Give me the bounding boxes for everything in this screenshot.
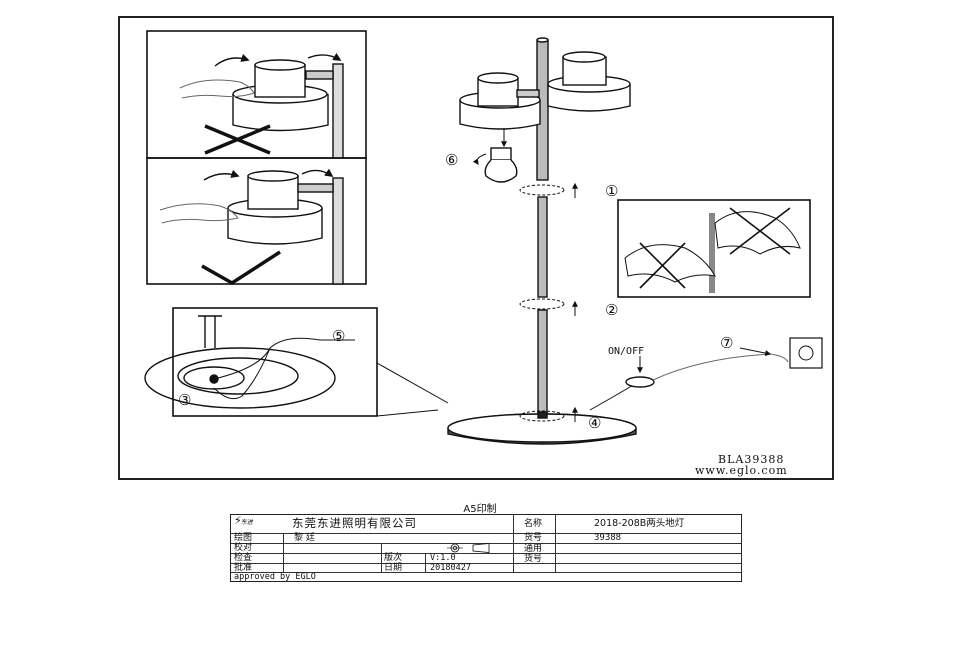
drafter-name: 黎 廷 [294,533,315,543]
step-7-label: ⑦ [720,334,733,352]
label-approved: 批准 [234,563,253,573]
label-inspected: 检查 [234,553,253,563]
version-value: V:1.0 [430,553,456,563]
floor-lamp [447,37,637,445]
general-label: 通用 [524,544,543,554]
general-label-2: 货号 [524,554,543,564]
product-name: 2018-208B两头地灯 [594,518,685,529]
label-drawn: 绘图 [234,533,253,543]
cable-and-switch [589,337,823,411]
panel-wrong-position [617,199,811,298]
assembly-diagram: ① ② ③ ④ ⑤ ⑥ ⑦ ON/OFF BLA39388 www.eglo.c… [144,30,823,477]
projection-symbol-icon [427,543,513,553]
name-label: 名称 [524,519,543,529]
step-3-label: ③ [178,391,191,409]
part-no-label: 货号 [524,533,543,543]
model-code: BLA39388 [718,453,784,466]
company-name: 东莞东进照明有限公司 [292,516,417,530]
step-2-label: ② [605,301,618,319]
drawing-sheet: ① ② ③ ④ ⑤ ⑥ ⑦ ON/OFF BLA39388 www.eglo.c… [118,16,834,480]
step-1-label: ① [605,182,618,200]
panel-wrong-rotation [146,30,367,159]
date-label: 日期 [384,563,403,573]
print-note: A5印制 [463,504,497,515]
panel-correct-rotation [146,157,367,286]
part-no-value: 39388 [594,533,622,543]
step-4-label: ④ [588,414,601,432]
company-logo: ⚡东进 [234,514,253,527]
panel-base-wiring [144,307,449,417]
step-6-label: ⑥ [445,151,458,169]
date-value: 20180427 [430,563,471,573]
title-block: ⚡东进 东莞东进照明有限公司 绘图 校对 检查 批准 黎 廷 版次 V:1.0 … [230,514,742,582]
label-checked: 校对 [234,543,253,553]
step-5-label: ⑤ [332,327,345,345]
version-label: 版次 [384,553,403,563]
website: www.eglo.com [695,464,788,477]
switch-label: ON/OFF [608,346,644,357]
approved-by: approved by EGLO [234,572,316,582]
